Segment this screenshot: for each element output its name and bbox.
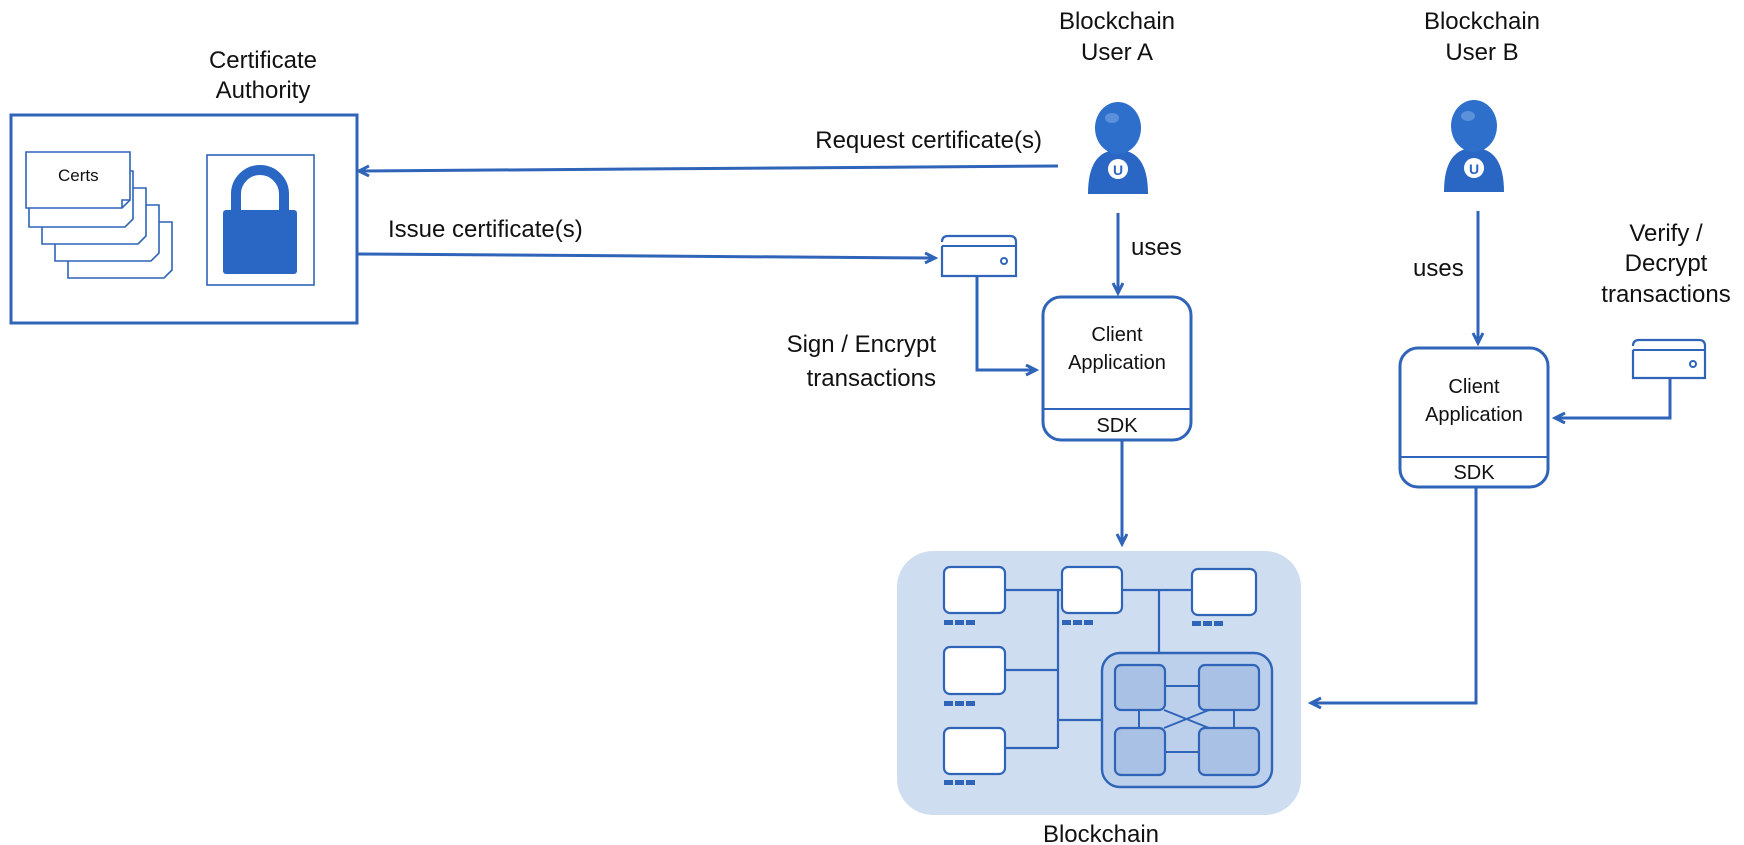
user-b-icon xyxy=(1444,100,1504,192)
blockchain-connections xyxy=(1005,588,1192,750)
user-a-label-line2: User A xyxy=(1081,39,1153,66)
user-b-uses-label: uses xyxy=(1413,255,1464,282)
verify-label-line1: Verify / xyxy=(1629,220,1703,247)
client-app-a-line1: Client xyxy=(1091,324,1143,346)
wallet-b-icon xyxy=(1631,338,1707,380)
sign-encrypt-label-line1: Sign / Encrypt xyxy=(787,331,937,358)
ca-title-line2: Authority xyxy=(216,77,311,104)
app-b-to-blockchain-arrow xyxy=(1312,487,1478,703)
wallet-a-icon xyxy=(940,234,1018,278)
request-certificate-label: Request certificate(s) xyxy=(815,127,1042,154)
user-a-badge: U xyxy=(1113,162,1123,178)
user-b-label-line1: Blockchain xyxy=(1424,8,1540,35)
ca-title-line1: Certificate xyxy=(209,47,317,74)
user-a-icon xyxy=(1088,102,1148,194)
client-application-a xyxy=(1041,295,1193,442)
user-b-badge: U xyxy=(1469,161,1479,177)
verify-label-line2: Decrypt xyxy=(1625,250,1708,277)
core-cluster xyxy=(1100,651,1274,789)
sign-encrypt-arrow xyxy=(975,277,1035,370)
lock-icon xyxy=(223,165,297,274)
peer-node xyxy=(942,726,1007,785)
blockchain-network xyxy=(897,551,1301,815)
certs-stack-icon xyxy=(25,151,173,279)
issue-certificate-label: Issue certificate(s) xyxy=(388,216,583,243)
user-b-label-line2: User B xyxy=(1445,39,1518,66)
issue-certificate-arrow xyxy=(356,254,934,258)
peer-node xyxy=(942,645,1007,706)
certificate-authority: Certificate Authority Certs xyxy=(9,47,359,325)
client-app-b-line2: Application xyxy=(1425,404,1523,426)
sign-encrypt-label-line2: transactions xyxy=(807,365,936,392)
user-a-uses-label: uses xyxy=(1131,234,1182,261)
client-app-a-line2: Application xyxy=(1068,352,1166,374)
peer-node xyxy=(1190,567,1258,626)
blockchain-label: Blockchain xyxy=(1043,821,1159,845)
client-application-b xyxy=(1398,346,1550,489)
verify-label-line3: transactions xyxy=(1601,281,1730,308)
client-app-b-sdk: SDK xyxy=(1453,462,1495,484)
client-app-a-sdk: SDK xyxy=(1096,415,1138,437)
peer-node xyxy=(942,565,1007,625)
peer-node xyxy=(1060,565,1124,625)
certs-label: Certs xyxy=(58,166,99,185)
verify-decrypt-arrow xyxy=(1556,379,1672,418)
user-a-label-line1: Blockchain xyxy=(1059,8,1175,35)
request-certificate-arrow xyxy=(360,164,1059,171)
client-app-b-line1: Client xyxy=(1448,376,1500,398)
